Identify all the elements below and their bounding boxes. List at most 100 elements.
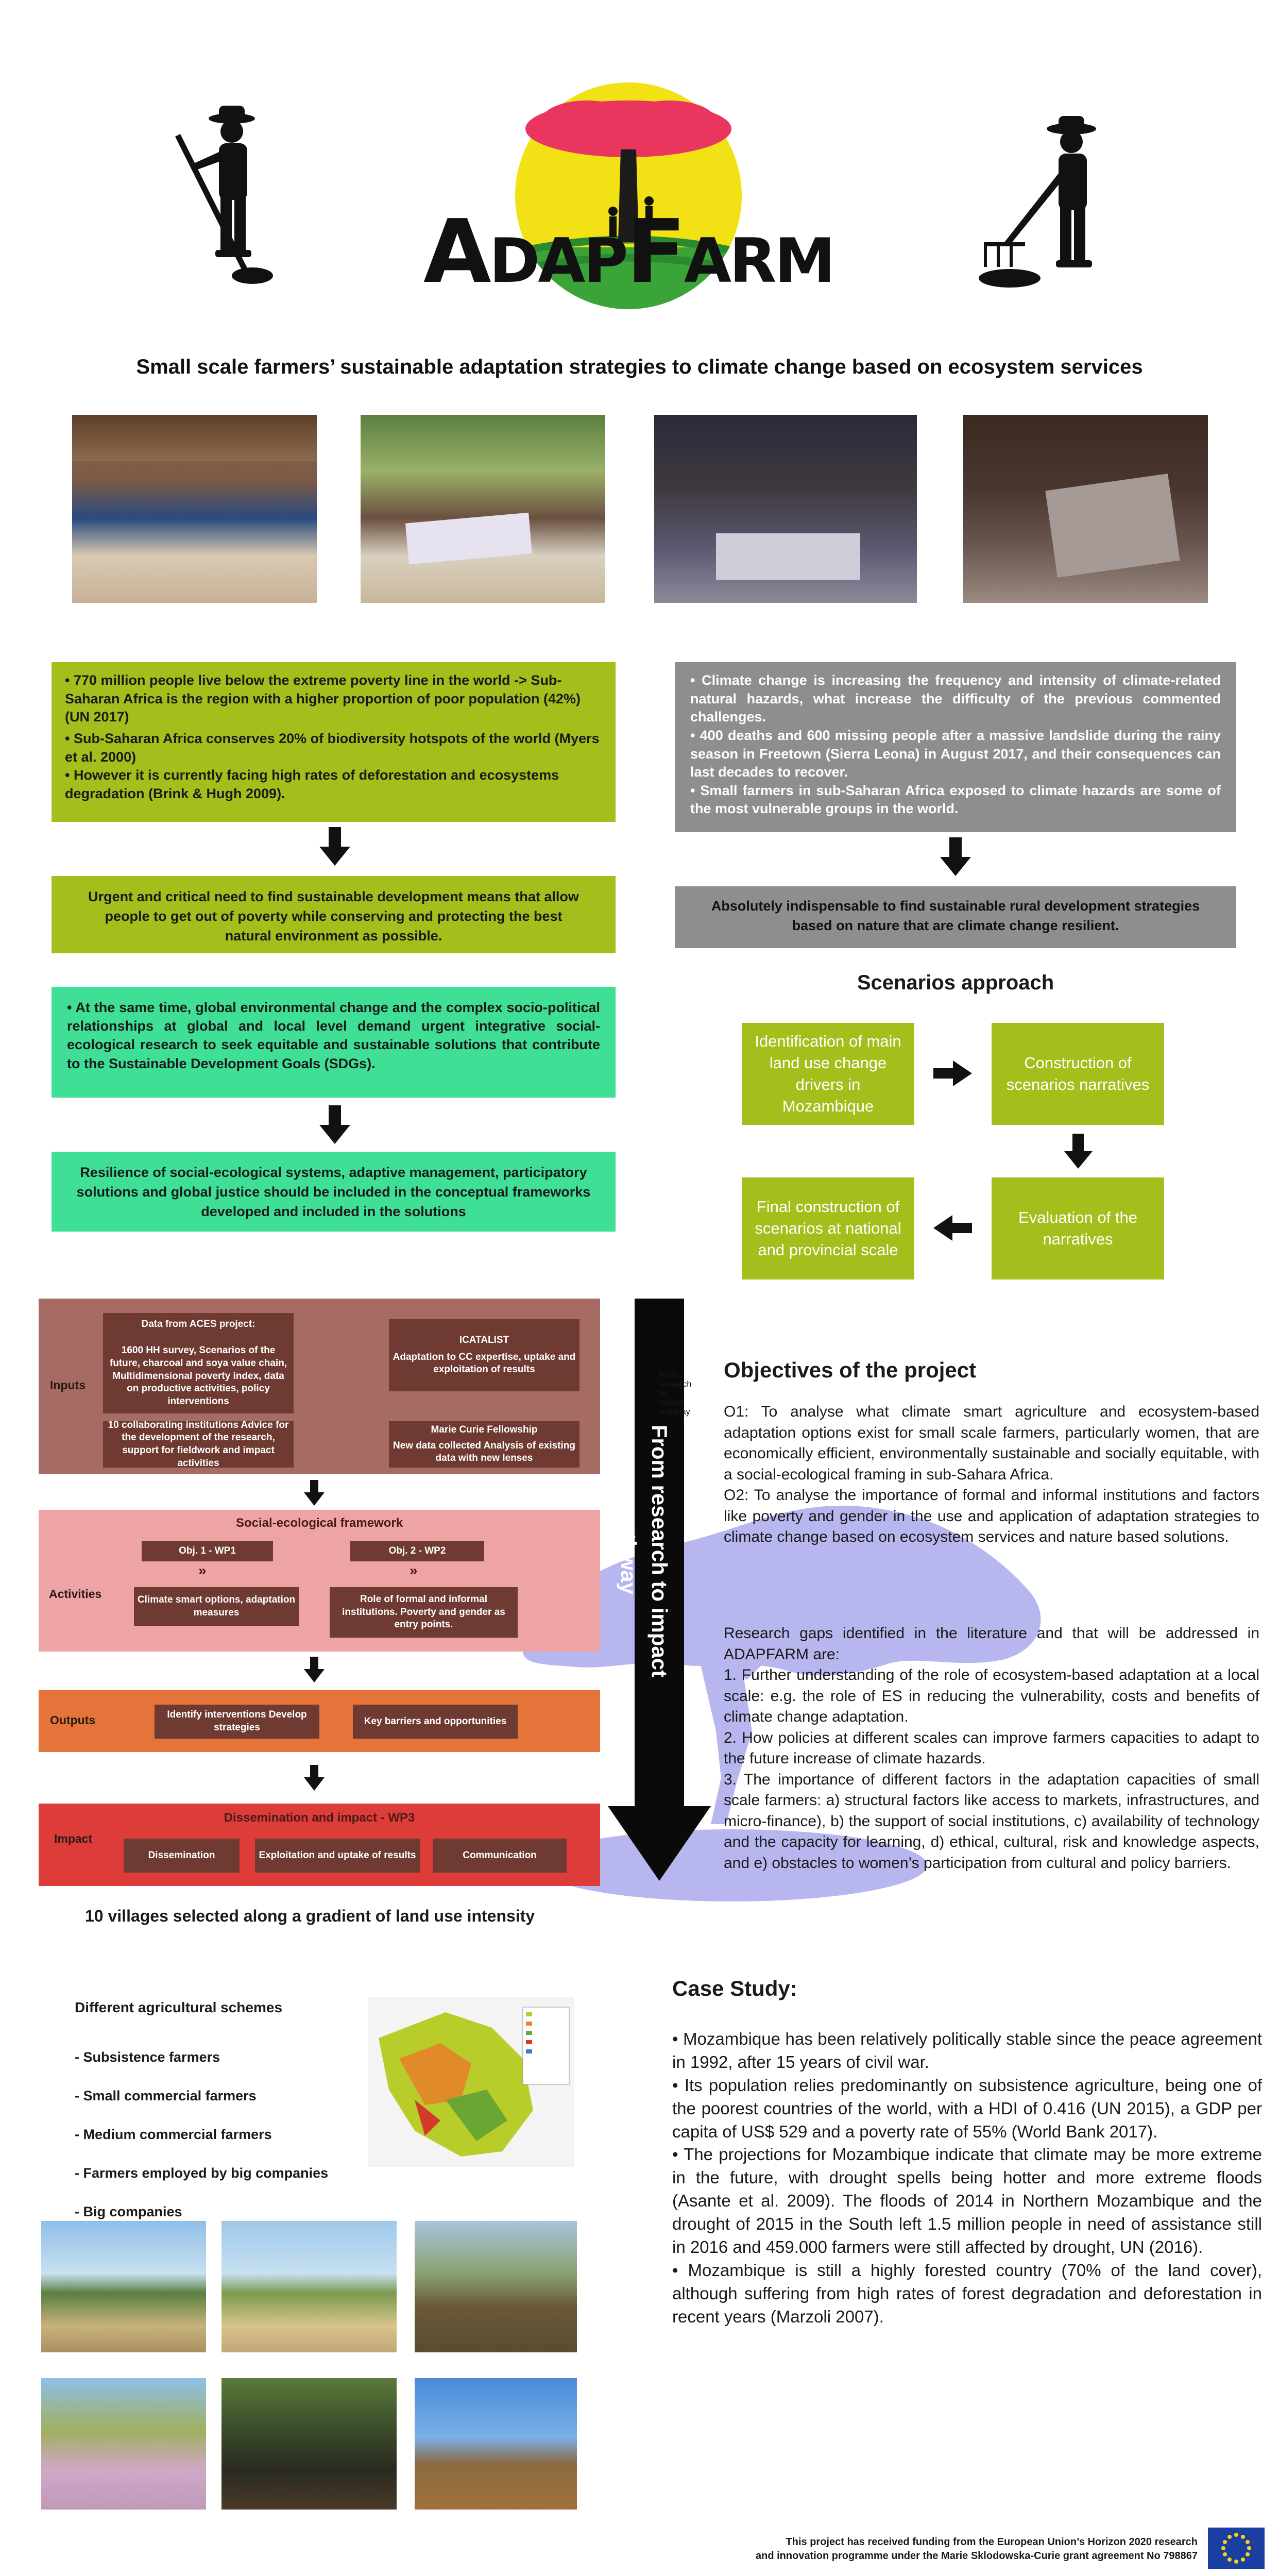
objectives-text: O1: To analyse what climate smart agricu… — [724, 1402, 1259, 1548]
icatalist-title: ICATALIST — [459, 1334, 509, 1345]
impact-title: Dissemination and impact - WP3 — [224, 1811, 415, 1825]
scheme-item: - Big companies — [75, 2204, 182, 2219]
activities-label: Activities — [49, 1587, 102, 1601]
scheme-item: - Subsistence farmers — [75, 2049, 220, 2065]
down-arrow-icon — [304, 1480, 325, 1506]
case-study-point-4: • Mozambique is still a highly forested … — [672, 2260, 1262, 2326]
gap-3: 3. The importance of different factors i… — [724, 1771, 1259, 1872]
right-arrow-icon — [933, 1060, 972, 1086]
research-to-impact-arrow — [608, 1299, 711, 1881]
workshop-photo-4 — [963, 415, 1208, 603]
scheme-item: - Medium commercial farmers — [75, 2127, 272, 2142]
village-photo-3 — [415, 2221, 577, 2352]
schemes-list: - Subsistence farmers - Small commercial… — [75, 2038, 328, 2231]
climate-fact-2: • 400 deaths and 600 missing people afte… — [690, 727, 1221, 780]
down-arrow-icon — [304, 1657, 325, 1682]
climate-fact-1: • Climate change is increasing the frequ… — [690, 672, 1221, 725]
climate-change-facts-box: • Climate change is increasing the frequ… — [675, 662, 1236, 832]
village-photo-4 — [41, 2378, 206, 2510]
activities-panel: Social-ecological framework Activities O… — [39, 1510, 600, 1652]
interventions-box: Identify interventions Develop strategie… — [155, 1705, 319, 1739]
village-photo-6 — [415, 2378, 577, 2510]
poverty-fact-2: • Sub-Saharan Africa conserves 20% of bi… — [65, 730, 600, 765]
funding-acknowledgement: This project has received funding from t… — [608, 2535, 1198, 2563]
mc-title: Marie Curie Fellowship — [431, 1424, 538, 1435]
logo-wordmark: AdapFarm — [423, 201, 835, 303]
aces-text: 1600 HH survey, Scenarios of the future,… — [109, 1345, 287, 1407]
case-study-point-1: • Mozambique has been relatively politic… — [672, 2029, 1262, 2072]
icatalist-text: Adaptation to CC expertise, uptake and e… — [393, 1351, 576, 1375]
village-photo-2 — [221, 2221, 397, 2352]
adapfarm-logo: AdapFarm — [422, 72, 835, 340]
gap-2: 2. How policies at different scales can … — [724, 1729, 1259, 1767]
case-study-heading: Case Study: — [672, 1976, 797, 2000]
chevron-down-icon: » — [410, 1562, 418, 1578]
case-study-point-2: • Its population relies predominantly on… — [672, 2075, 1262, 2141]
urgent-need-box: Urgent and critical need to find sustain… — [52, 876, 616, 953]
climate-smart-options-box: Climate smart options, adaptation measur… — [134, 1587, 299, 1626]
scenario-step-construction: Construction of scenarios narratives — [992, 1023, 1164, 1125]
pathway-arrow-label-rotated: From research to impact pathway — [617, 1396, 675, 1706]
resilience-box: Resilience of social-ecological systems,… — [52, 1152, 616, 1232]
village-photo-1 — [41, 2221, 206, 2352]
funding-line-1: This project has received funding from t… — [786, 2536, 1198, 2548]
poverty-fact-3: • However it is currently facing high ra… — [65, 767, 559, 801]
aces-title: Data from ACES project: — [141, 1319, 255, 1330]
objective-1-tag: Obj. 1 - WP1 — [142, 1541, 273, 1561]
objective-2: O2: To analyse the importance of formal … — [724, 1487, 1259, 1545]
global-change-box: • At the same time, global environmental… — [52, 987, 616, 1098]
scenario-step-identification: Identification of main land use change d… — [742, 1023, 914, 1125]
poverty-facts-box: • 770 million people live below the extr… — [52, 662, 616, 822]
left-arrow-icon — [933, 1215, 972, 1241]
farmer-with-pitchfork-illustration — [979, 116, 1096, 288]
chevron-down-icon: » — [198, 1562, 207, 1578]
down-arrow-icon — [1064, 1134, 1093, 1169]
case-study-text: • Mozambique has been relatively politic… — [672, 2028, 1262, 2328]
poverty-fact-1: • 770 million people live below the extr… — [65, 672, 581, 725]
gap-1: 1. Further understanding of the role of … — [724, 1666, 1259, 1725]
communication-box: Communication — [433, 1839, 567, 1873]
inputs-panel: Inputs Data from ACES project: 1600 HH s… — [39, 1299, 600, 1474]
outputs-label: Outputs — [50, 1713, 96, 1727]
funding-line-2: and innovation programme under the Marie… — [756, 2550, 1198, 2562]
mc-text: New data collected Analysis of existing … — [393, 1440, 576, 1464]
down-arrow-icon — [319, 1105, 350, 1144]
impact-panel: Dissemination and impact - WP3 Impact Di… — [39, 1804, 600, 1886]
objectives-heading: Objectives of the project — [724, 1358, 977, 1382]
workshop-photo-3 — [654, 415, 917, 603]
gaps-intro: Research gaps identified in the literatu… — [724, 1625, 1259, 1663]
workshop-photo-2 — [361, 415, 605, 603]
indispensable-box: Absolutely indispensable to find sustain… — [675, 886, 1236, 948]
scheme-item: - Small commercial farmers — [75, 2088, 257, 2103]
marie-curie-box: Marie Curie Fellowship New data collecte… — [389, 1421, 579, 1468]
dissemination-box: Dissemination — [124, 1839, 240, 1873]
activities-title: Social-ecological framework — [235, 1516, 403, 1530]
down-arrow-icon — [319, 827, 350, 866]
eu-flag-icon — [1208, 2528, 1265, 2569]
down-arrow-icon — [940, 837, 971, 876]
outputs-panel: Outputs Identify interventions Develop s… — [39, 1690, 600, 1752]
icatalist-box: ICATALIST Adaptation to CC expertise, up… — [389, 1319, 579, 1391]
workshop-photo-1 — [72, 415, 317, 603]
impact-label: Impact — [54, 1832, 93, 1845]
scenario-step-evaluation: Evaluation of the narratives — [992, 1177, 1164, 1279]
case-study-point-3: • The projections for Mozambique indicat… — [672, 2145, 1262, 2257]
page-title: Small scale farmers’ sustainable adaptat… — [136, 356, 1143, 378]
inputs-label: Inputs — [50, 1378, 86, 1392]
logo-emblem — [515, 82, 742, 309]
schemes-subheading: Different agricultural schemes — [75, 1999, 283, 2015]
scenarios-heading: Scenarios approach — [857, 971, 1054, 994]
exploitation-box: Exploitation and uptake of results — [255, 1839, 420, 1873]
objective-2-tag: Obj. 2 - WP2 — [350, 1541, 484, 1561]
barriers-box: Key barriers and opportunities — [353, 1705, 518, 1739]
objective-1: O1: To analyse what climate smart agricu… — [724, 1403, 1259, 1483]
collaborating-institutions-box: 10 collaborating institutions Advice for… — [103, 1420, 294, 1469]
institutions-role-box: Role of formal and informal institutions… — [330, 1587, 518, 1638]
down-arrow-icon — [304, 1765, 325, 1791]
aces-data-box: Data from ACES project: 1600 HH survey, … — [103, 1313, 294, 1413]
villages-heading: 10 villages selected along a gradient of… — [85, 1907, 535, 1925]
climate-fact-3: • Small farmers in sub-Saharan Africa ex… — [690, 782, 1221, 817]
scheme-item: - Farmers employed by big companies — [75, 2165, 329, 2181]
farmer-with-shovel-illustration — [175, 106, 273, 284]
scenario-step-final: Final construction of scenarios at natio… — [742, 1177, 914, 1279]
